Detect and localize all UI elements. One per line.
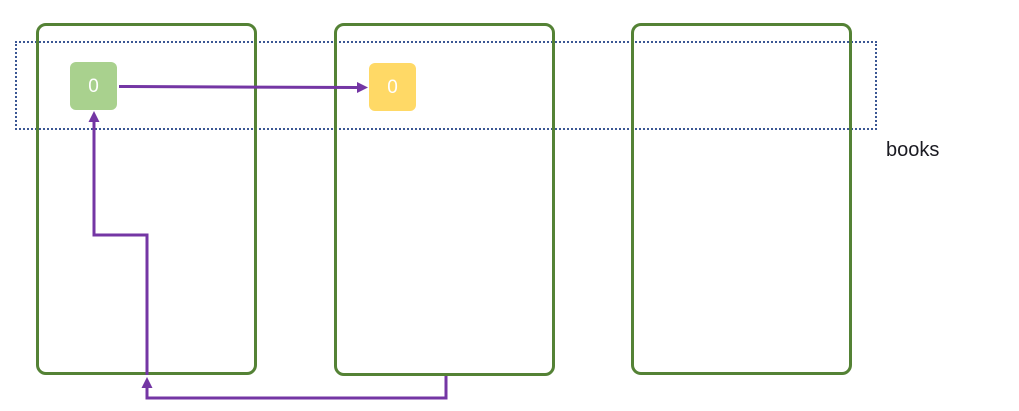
books-label: books <box>886 139 940 161</box>
outer-list-dotted-box <box>15 41 877 130</box>
element-cell-green-value: 0 <box>88 75 99 97</box>
element-cell-yellow: 0 <box>369 63 416 111</box>
element-cell-yellow-value: 0 <box>387 76 398 98</box>
list-box-2 <box>334 23 555 376</box>
list-box-3 <box>631 23 852 375</box>
arrow-list2-bottom-to-list1-bottom <box>141 376 448 400</box>
element-cell-green: 0 <box>70 62 117 110</box>
